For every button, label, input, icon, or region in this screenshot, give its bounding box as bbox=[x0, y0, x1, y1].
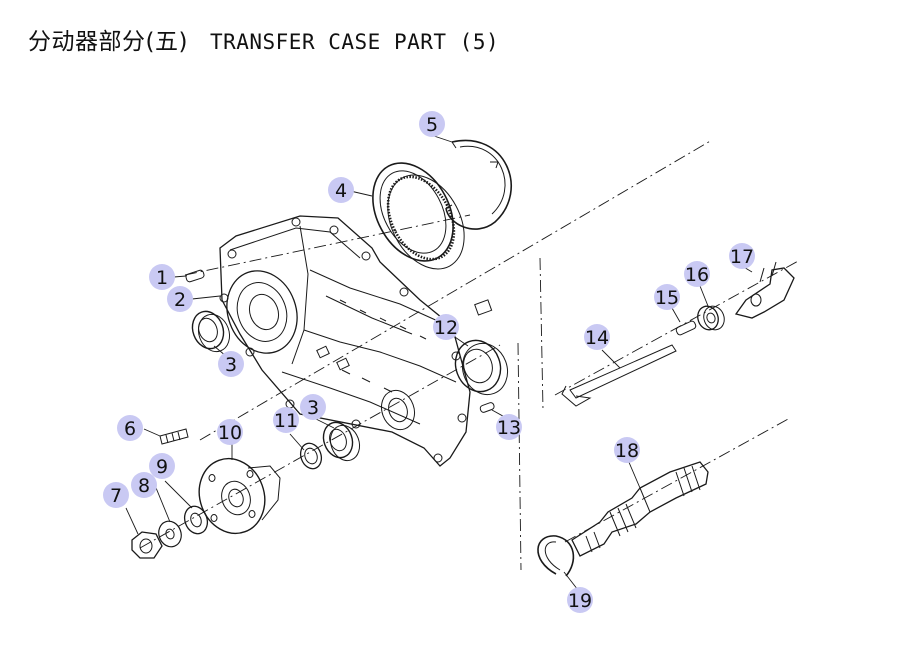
svg-text:5: 5 bbox=[426, 114, 438, 136]
callout-2: 2 bbox=[167, 286, 193, 312]
stud-6 bbox=[159, 428, 189, 445]
callout-16: 16 bbox=[684, 261, 710, 287]
snap-ring-19 bbox=[537, 535, 575, 577]
ring-11 bbox=[299, 442, 323, 470]
shift-fork-17 bbox=[734, 261, 795, 319]
callout-17: 17 bbox=[729, 243, 755, 269]
svg-text:4: 4 bbox=[335, 180, 347, 202]
callout-1: 1 bbox=[149, 264, 175, 290]
title-cn: 分动器部分(五) bbox=[28, 29, 188, 55]
callout-14: 14 bbox=[584, 324, 610, 350]
dowel-pin-1 bbox=[185, 269, 205, 283]
companion-flange-10 bbox=[198, 457, 281, 535]
snap-ring-5 bbox=[445, 139, 512, 230]
dowel-pin-13 bbox=[479, 402, 495, 413]
callout-9: 9 bbox=[149, 453, 175, 479]
callout-19: 19 bbox=[567, 587, 593, 613]
svg-text:8: 8 bbox=[138, 475, 150, 497]
callout-13: 13 bbox=[496, 414, 522, 440]
svg-text:18: 18 bbox=[615, 440, 639, 462]
svg-text:2: 2 bbox=[174, 289, 186, 311]
shift-rod-14 bbox=[561, 344, 677, 407]
svg-text:7: 7 bbox=[110, 485, 122, 507]
svg-text:12: 12 bbox=[434, 317, 458, 339]
svg-text:10: 10 bbox=[218, 422, 242, 444]
callout-12: 12 bbox=[433, 314, 459, 340]
svg-text:16: 16 bbox=[685, 264, 709, 286]
callout-15: 15 bbox=[654, 284, 680, 310]
svg-text:6: 6 bbox=[124, 418, 136, 440]
transfer-case-housing bbox=[219, 215, 471, 467]
svg-text:9: 9 bbox=[156, 456, 168, 478]
callout-6: 6 bbox=[117, 415, 143, 441]
magnet bbox=[474, 299, 493, 316]
callout-10: 10 bbox=[217, 419, 243, 445]
callout-8: 8 bbox=[131, 472, 157, 498]
svg-text:17: 17 bbox=[730, 246, 754, 268]
oil-seal-12 bbox=[454, 339, 509, 396]
seal-9 bbox=[183, 505, 209, 535]
diagram-title: 分动器部分(五) TRANSFER CASE PART (5) bbox=[28, 22, 499, 56]
callout-3-center: 3 bbox=[300, 394, 326, 420]
callout-5: 5 bbox=[419, 111, 445, 137]
ring-gear bbox=[372, 162, 465, 270]
svg-text:14: 14 bbox=[585, 327, 609, 349]
svg-text:3: 3 bbox=[225, 354, 237, 376]
title-en: TRANSFER CASE PART (5) bbox=[209, 30, 500, 54]
callout-4: 4 bbox=[328, 177, 354, 203]
oil-seal-3-center bbox=[322, 421, 361, 462]
callout-18: 18 bbox=[614, 437, 640, 463]
svg-text:1: 1 bbox=[156, 267, 168, 289]
washer-8 bbox=[158, 520, 182, 548]
callout-3-left: 3 bbox=[218, 351, 244, 377]
callout-11: 11 bbox=[273, 407, 299, 433]
callout-labels: 1 2 3 3 4 5 6 7 8 9 10 11 12 13 14 15 16… bbox=[103, 111, 755, 613]
nut-7 bbox=[131, 531, 163, 559]
output-shaft-18 bbox=[571, 461, 709, 557]
svg-text:11: 11 bbox=[274, 410, 298, 432]
svg-text:13: 13 bbox=[497, 417, 521, 439]
svg-text:19: 19 bbox=[568, 590, 592, 612]
svg-text:3: 3 bbox=[307, 397, 319, 419]
bearing-16 bbox=[697, 305, 725, 331]
svg-text:15: 15 bbox=[655, 287, 679, 309]
callout-7: 7 bbox=[103, 482, 129, 508]
pin-15 bbox=[675, 320, 697, 336]
